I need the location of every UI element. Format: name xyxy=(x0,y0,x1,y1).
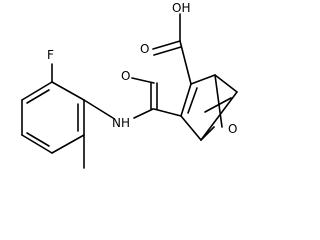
cage-bond-2 xyxy=(180,115,202,141)
ring-bond-3 xyxy=(51,134,85,154)
molecule-drawing: F NH O O OH O xyxy=(21,1,238,169)
cage-bond-4 xyxy=(200,91,238,141)
carbonyl-ring-bond xyxy=(153,108,182,117)
ring-double-bond-2 xyxy=(26,132,50,147)
ring-bond-4 xyxy=(21,134,53,154)
amide-oxygen-label: O xyxy=(121,69,130,83)
acid-carbon-bond xyxy=(179,40,192,85)
cage-bridge-bond-2 xyxy=(214,74,223,128)
carboxyl-oh-label: OH xyxy=(172,1,190,15)
cage-double-bond-b xyxy=(187,87,198,114)
aryl-ring xyxy=(21,81,85,154)
cage-double-bond-c xyxy=(204,97,232,113)
amide-nh-label: NH xyxy=(112,116,130,130)
ring-bond-6 xyxy=(21,81,53,101)
ring-double-bond-3 xyxy=(26,89,50,104)
structure-diagram: F NH O O OH O xyxy=(21,1,238,169)
amide-oxygen-bond xyxy=(131,77,155,84)
bridge-oxygen-label: O xyxy=(228,122,237,136)
ring-bond-1 xyxy=(51,81,85,101)
acid-carbonyl-bond-a xyxy=(152,40,181,50)
cage-bond-1 xyxy=(190,74,216,85)
acid-carbonyl-bond-b xyxy=(153,46,182,56)
cage-bond-3 xyxy=(214,74,238,93)
cage-bridge-bond-1 xyxy=(200,126,215,141)
carboxyl-oxygen-label: O xyxy=(140,42,149,56)
fluorine-label: F xyxy=(47,48,54,62)
cage-double-bond-a xyxy=(180,83,192,117)
bicyclic-cage xyxy=(180,74,238,141)
aryl-nitrogen-bond xyxy=(83,99,114,119)
nitrogen-carbonyl-bond xyxy=(133,108,154,119)
